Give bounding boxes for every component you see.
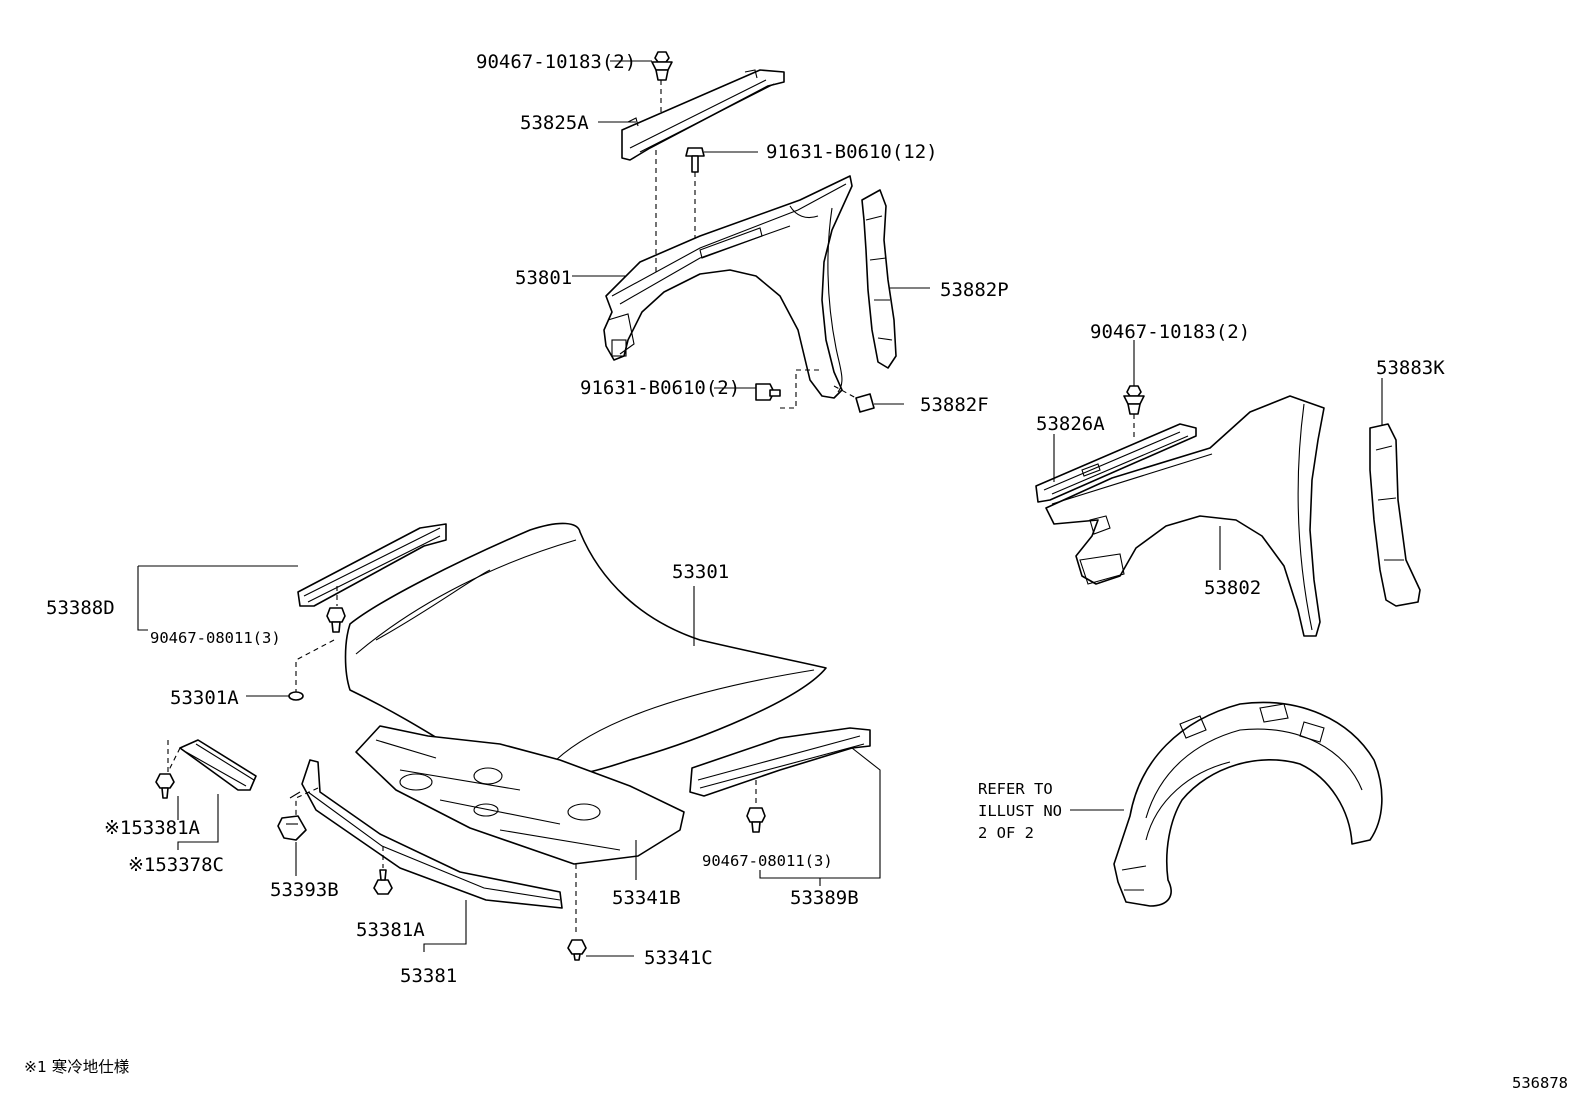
label-refer-line3: 2 OF 2 xyxy=(978,824,1034,842)
label-90467-08011-right: 90467-08011(3) xyxy=(702,852,833,870)
fender-53802[interactable] xyxy=(1045,395,1325,637)
label-53882p: 53882P xyxy=(940,279,1009,301)
label-90467-10183-top: 90467-10183(2) xyxy=(476,51,636,73)
label-53882f: 53882F xyxy=(920,394,989,416)
label-53883k: 53883K xyxy=(1376,357,1445,379)
hood-53301[interactable] xyxy=(344,522,827,781)
clip-53381a[interactable] xyxy=(373,869,393,895)
label-53341c: 53341C xyxy=(644,947,713,969)
seal-53389b[interactable] xyxy=(689,727,871,797)
label-53381a: 53381A xyxy=(356,919,425,941)
clip-90467-08011-right[interactable] xyxy=(746,807,766,833)
label-53301: 53301 xyxy=(672,561,729,583)
label-53802: 53802 xyxy=(1204,577,1261,599)
label-53825a: 53825A xyxy=(520,112,589,134)
label-90467-08011-left: 90467-08011(3) xyxy=(150,629,281,647)
footnote: ※1 寒冷地仕様 xyxy=(24,1057,130,1076)
clip-90467-10183-top[interactable] xyxy=(651,51,673,81)
clip-53381a-cold[interactable] xyxy=(155,773,175,799)
seal-53381[interactable] xyxy=(289,759,563,909)
label-90467-10183-right: 90467-10183(2) xyxy=(1090,321,1250,343)
seal-53882p[interactable] xyxy=(861,189,897,369)
label-refer-line2: ILLUST NO xyxy=(978,802,1062,820)
label-53301a: 53301A xyxy=(170,687,239,709)
label-91631-b0610-2: 91631-B0610(2) xyxy=(580,377,740,399)
label-91631-b0610-12: 91631-B0610(12) xyxy=(766,141,938,163)
seal-53882f[interactable] xyxy=(855,393,875,413)
label-53378c-cold: ※153378C xyxy=(128,854,224,876)
label-53341b: 53341B xyxy=(612,887,681,909)
clip-90467-10183-right[interactable] xyxy=(1123,385,1145,415)
label-53388d: 53388D xyxy=(46,597,115,619)
bolt-91631-b0610-2[interactable] xyxy=(755,383,781,401)
label-53381a-cold: ※153381A xyxy=(104,817,201,839)
insulator-53341b[interactable] xyxy=(355,725,685,865)
seal-53825a[interactable] xyxy=(621,69,785,161)
label-53393b: 53393B xyxy=(270,879,339,901)
label-53826a: 53826A xyxy=(1036,413,1105,435)
cushion-53301a[interactable] xyxy=(288,691,304,701)
label-refer-line1: REFER TO xyxy=(978,780,1053,798)
bolt-91631-b0610-12[interactable] xyxy=(685,147,705,173)
cushion-53393b[interactable] xyxy=(277,815,307,841)
clip-53341c[interactable] xyxy=(567,939,587,961)
seal-53378c-cold[interactable] xyxy=(179,739,257,791)
fender-liner[interactable] xyxy=(1113,701,1383,907)
label-53389b: 53389B xyxy=(790,887,859,909)
label-53381: 53381 xyxy=(400,965,457,987)
diagram-number: 536878 xyxy=(1512,1074,1568,1092)
label-53801: 53801 xyxy=(515,267,572,289)
seal-53388d[interactable] xyxy=(297,523,447,607)
clip-90467-08011-left[interactable] xyxy=(326,607,346,633)
seal-53826a[interactable] xyxy=(1035,423,1197,503)
fender-53801[interactable] xyxy=(603,175,853,399)
seal-53883k[interactable] xyxy=(1369,423,1421,607)
